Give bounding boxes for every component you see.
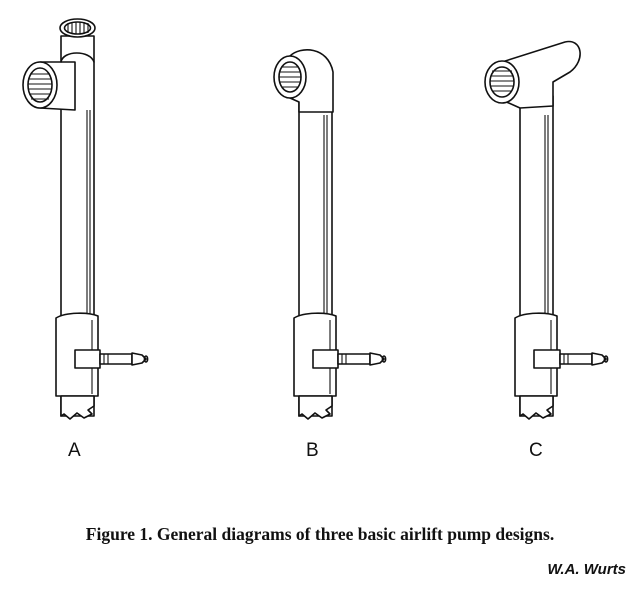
pump-b-elbow-outlet [273,49,334,113]
pump-b-broken-end [298,395,333,420]
pump-c-tee-outlet [484,40,581,109]
author-credit: W.A. Wurts [547,561,626,578]
pump-b: B [273,49,387,461]
pump-a: A [22,18,149,461]
label-a: A [68,440,81,461]
figure-caption: Figure 1. General diagrams of three basi… [85,524,555,544]
pump-b-air-inlet [312,349,387,369]
pump-c-air-inlet [533,349,609,369]
pump-a-side-outlet [22,52,95,111]
pump-a-air-inlet [74,349,149,369]
label-c: C [529,440,543,461]
pump-c-broken-end [519,395,554,420]
airlift-pump-diagram: A B [22,18,609,461]
pump-a-top-opening [59,18,96,38]
label-b: B [306,440,319,461]
pump-a-broken-end [60,395,95,420]
pump-c: C [484,40,609,461]
